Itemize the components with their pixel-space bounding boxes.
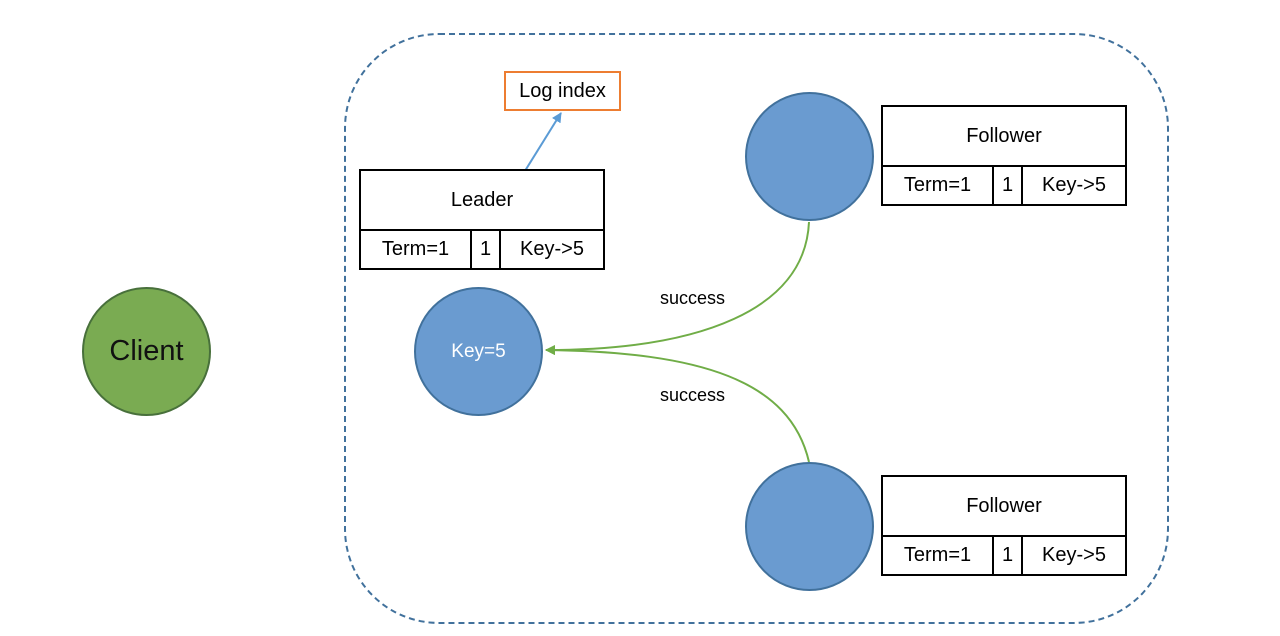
follower-1-log-table: Follower Term=1 1 Key->5 <box>881 105 1127 206</box>
follower-node-2 <box>745 462 874 591</box>
edge-follower2-to-leader <box>545 345 810 463</box>
log-index-annotation: Log index <box>504 71 621 111</box>
edge-label-success-1: success <box>660 288 726 308</box>
follower-1-term-cell: Term=1 <box>883 167 994 204</box>
follower-2-log-table: Follower Term=1 1 Key->5 <box>881 475 1127 576</box>
follower-1-entry-cell: Key->5 <box>1042 174 1106 196</box>
leader-node-label: Key=5 <box>451 340 506 362</box>
follower-2-log-entry: Term=1 1 Key->5 <box>883 537 1125 574</box>
leader-log-table: Leader Term=1 1 Key->5 <box>359 169 605 270</box>
leader-log-entry: Term=1 1 Key->5 <box>361 231 603 268</box>
follower-2-term-cell: Term=1 <box>883 537 994 574</box>
follower-2-entry-cell: Key->5 <box>1042 544 1106 566</box>
cluster-boundary <box>344 33 1169 624</box>
leader-entry-cell: Key->5 <box>520 238 584 260</box>
follower-2-role-label: Follower <box>883 477 1125 537</box>
follower-1-index-cell: 1 <box>994 167 1023 204</box>
leader-index-cell: 1 <box>472 231 501 268</box>
leader-role-label: Leader <box>361 171 603 231</box>
client-node: Client <box>82 287 211 416</box>
leader-term-cell: Term=1 <box>361 231 472 268</box>
edge-follower1-to-leader <box>545 221 810 355</box>
follower-1-log-entry: Term=1 1 Key->5 <box>883 167 1125 204</box>
follower-1-role-label: Follower <box>883 107 1125 167</box>
follower-2-index-cell: 1 <box>994 537 1023 574</box>
leader-node: Key=5 <box>414 287 543 416</box>
edge-label-success-2: success <box>660 385 726 405</box>
follower-node-1 <box>745 92 874 221</box>
client-label: Client <box>109 335 184 367</box>
